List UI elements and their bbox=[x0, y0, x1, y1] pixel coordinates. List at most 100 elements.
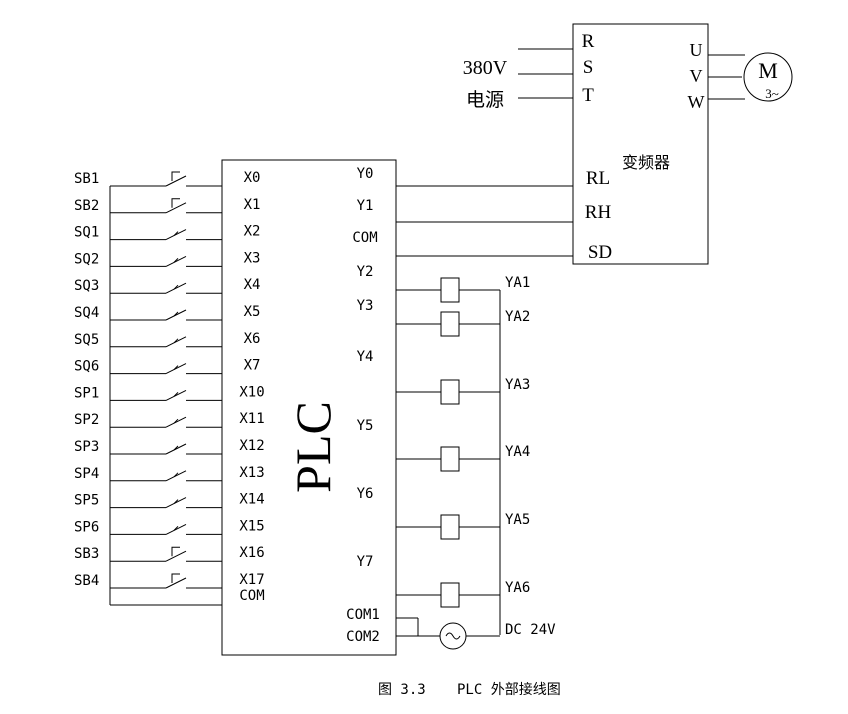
plc-input-label: X3 bbox=[244, 250, 261, 266]
power-label: 电源 bbox=[466, 89, 504, 111]
switch-tick bbox=[173, 365, 179, 370]
inverter-output-v: V bbox=[690, 66, 703, 86]
switch-label: SB1 bbox=[74, 171, 99, 187]
power-voltage: 380V bbox=[463, 57, 508, 79]
switch-contact bbox=[165, 282, 187, 294]
plc-input-label: X0 bbox=[244, 170, 261, 186]
switch-contact bbox=[165, 255, 187, 267]
switch-contact bbox=[165, 229, 187, 241]
pushbutton-actuator-icon bbox=[171, 198, 180, 208]
plc-input-label: X10 bbox=[239, 384, 264, 400]
switch-contact bbox=[165, 550, 187, 562]
pushbutton-actuator-icon bbox=[171, 171, 180, 181]
switch-label: SB2 bbox=[74, 198, 99, 214]
switch-tick bbox=[173, 258, 179, 263]
plc-input-label: X17 bbox=[239, 572, 264, 588]
plc-output-label: Y7 bbox=[357, 554, 374, 570]
motor-circle bbox=[743, 52, 793, 102]
inverter-control-sd: SD bbox=[588, 242, 612, 263]
switch-label: SP2 bbox=[74, 412, 99, 428]
switch-tick bbox=[173, 526, 179, 531]
plc-input-label: X2 bbox=[244, 224, 261, 240]
switch-contact bbox=[165, 389, 187, 401]
plc-input-com: COM bbox=[239, 588, 264, 604]
solenoid-label: YA3 bbox=[505, 377, 530, 393]
plc-input-label: X1 bbox=[244, 197, 261, 213]
pushbutton-actuator-icon bbox=[171, 546, 180, 557]
figure-title: PLC 外部接线图 bbox=[457, 681, 561, 698]
switch-contact bbox=[165, 363, 187, 375]
switch-tick bbox=[173, 338, 179, 344]
switch-tick bbox=[173, 418, 179, 424]
inverter-input-r: R bbox=[582, 31, 595, 52]
plc-output-com2: COM2 bbox=[346, 629, 380, 645]
plc-output-label: COM bbox=[352, 230, 377, 246]
solenoid-label: YA2 bbox=[505, 309, 530, 325]
plc-output-label: Y4 bbox=[357, 349, 374, 365]
switch-contact bbox=[165, 336, 187, 348]
switch-label: SQ1 bbox=[74, 225, 99, 241]
switch-contact bbox=[165, 202, 187, 214]
solenoid-label: YA6 bbox=[505, 580, 530, 596]
plc-output-label: Y6 bbox=[357, 486, 374, 502]
switch-contact bbox=[165, 577, 187, 589]
switch-label: SP1 bbox=[74, 385, 99, 401]
switch-tick bbox=[173, 231, 179, 236]
switch-label: SP5 bbox=[74, 493, 99, 509]
switch-tick bbox=[173, 392, 179, 397]
inverter-control-rl: RL bbox=[586, 168, 610, 189]
motor-symbol: 3~ bbox=[765, 86, 779, 101]
switch-label: SB3 bbox=[74, 546, 99, 562]
switch-contact bbox=[165, 470, 187, 482]
plc-input-label: X7 bbox=[244, 358, 261, 374]
switch-contact bbox=[165, 175, 187, 187]
plc-input-label: X6 bbox=[244, 331, 261, 347]
solenoid-label: YA5 bbox=[505, 512, 530, 528]
switch-label: SP6 bbox=[74, 519, 99, 535]
plc-input-label: X13 bbox=[239, 465, 264, 481]
plc-output-label: Y1 bbox=[357, 198, 374, 214]
switch-contact bbox=[165, 443, 187, 455]
switch-label: SB4 bbox=[74, 573, 99, 589]
switch-contact bbox=[165, 416, 187, 428]
switch-contact bbox=[165, 497, 187, 509]
switch-tick bbox=[173, 284, 179, 290]
plc-input-label: X16 bbox=[239, 545, 264, 561]
switch-contact bbox=[165, 523, 187, 535]
plc-output-label: Y0 bbox=[357, 166, 374, 182]
plc-name: PLC bbox=[285, 401, 341, 493]
plc-output-com1: COM1 bbox=[346, 607, 380, 623]
switch-contact bbox=[165, 309, 187, 321]
switch-label: SQ5 bbox=[74, 332, 99, 348]
ac-wave bbox=[445, 632, 461, 640]
plc-input-label: X4 bbox=[244, 277, 261, 293]
dc-supply-label: DC 24V bbox=[505, 622, 556, 638]
solenoid-label: YA1 bbox=[505, 275, 530, 291]
switch-tick bbox=[173, 499, 179, 504]
solenoid-coil-icon bbox=[440, 582, 460, 608]
plc-output-label: Y3 bbox=[357, 298, 374, 314]
switch-label: SQ4 bbox=[74, 305, 99, 321]
solenoid-coil-icon bbox=[440, 379, 460, 405]
plc-input-label: X14 bbox=[239, 492, 264, 508]
solenoid-coil-icon bbox=[440, 277, 460, 303]
plc-input-label: X5 bbox=[244, 304, 261, 320]
plc-output-label: Y5 bbox=[357, 418, 374, 434]
switch-tick bbox=[173, 311, 179, 317]
inverter-input-t: T bbox=[582, 85, 594, 106]
solenoid-coil-icon bbox=[440, 446, 460, 472]
solenoid-coil-icon bbox=[440, 514, 460, 540]
plc-box bbox=[221, 159, 397, 656]
plc-input-label: X11 bbox=[239, 411, 264, 427]
switch-label: SQ3 bbox=[74, 278, 99, 294]
plc-input-label: X12 bbox=[239, 438, 264, 454]
switch-tick bbox=[173, 445, 179, 451]
inverter-output-u: U bbox=[690, 40, 703, 60]
inverter-control-rh: RH bbox=[585, 202, 612, 223]
inverter-box bbox=[572, 23, 709, 265]
inverter-input-s: S bbox=[583, 57, 594, 78]
figure-number: 图 3.3 bbox=[378, 682, 426, 698]
